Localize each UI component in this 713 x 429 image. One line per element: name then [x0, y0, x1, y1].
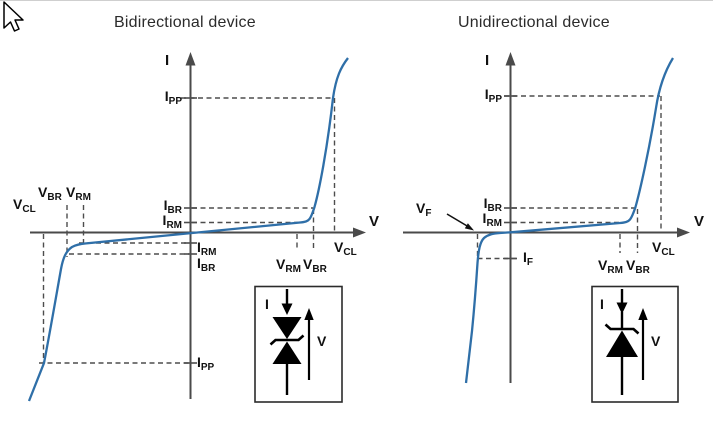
- right-symbol-current-label: I: [600, 296, 604, 312]
- right-label-ipp-top: IPP: [484, 86, 502, 106]
- left-plot-axis-ticks: [184, 97, 197, 364]
- left-y-axis-label: I: [165, 52, 170, 69]
- right-label-vcl-pos: VCL: [652, 239, 675, 259]
- left-label-vbr-neg: VBR: [38, 184, 62, 204]
- right-label-vbr-pos: VBR: [626, 257, 650, 277]
- left-plot-title: Bidirectional device: [114, 14, 256, 31]
- unidirectional-tvs-symbol: [591, 285, 679, 403]
- right-x-axis-label: V: [694, 213, 705, 230]
- left-x-axis-label: V: [369, 213, 380, 230]
- left-label-vrm-neg: VRM: [66, 184, 91, 204]
- left-label-vbr-pos: VBR: [303, 256, 327, 276]
- right-symbol-voltage-label: V: [651, 333, 661, 349]
- bidirectional-tvs-symbol: [254, 285, 343, 403]
- mouse-cursor-icon: [3, 1, 24, 32]
- right-label-if: IF: [523, 249, 533, 269]
- left-label-vcl-neg: VCL: [13, 196, 36, 216]
- left-label-irm-upper: IRM: [162, 212, 182, 232]
- right-plot-dashed-lines: [476, 95, 662, 260]
- right-label-irm-upper: IRM: [482, 210, 502, 230]
- right-plot-title: Unidirectional device: [458, 14, 610, 31]
- left-label-vrm-pos: VRM: [276, 256, 301, 276]
- left-label-ipp-top: IPP: [164, 88, 182, 108]
- left-plot-axis-arrows: [185, 52, 366, 238]
- right-plot-axis-arrows: [505, 52, 690, 238]
- right-iv-curve: [464, 57, 674, 384]
- left-label-ipp-bottom: IPP: [197, 354, 215, 374]
- left-label-irm-lower: IRM: [197, 239, 217, 259]
- left-symbol-current-label: I: [265, 296, 269, 312]
- left-label-ibr-lower: IBR: [197, 255, 216, 275]
- vf-pointer-arrow: [446, 213, 474, 231]
- right-y-axis-label: I: [485, 52, 490, 69]
- right-label-vrm-pos: VRM: [598, 257, 623, 277]
- right-plot-axis-ticks: [504, 95, 517, 260]
- right-label-ibr-upper: IBR: [483, 195, 502, 215]
- left-iv-curve: [27, 57, 349, 402]
- left-label-vcl-pos: VCL: [334, 239, 357, 259]
- left-symbol-voltage-label: V: [317, 333, 327, 349]
- left-label-ibr-upper: IBR: [163, 197, 182, 217]
- right-label-vf: VF: [416, 200, 432, 220]
